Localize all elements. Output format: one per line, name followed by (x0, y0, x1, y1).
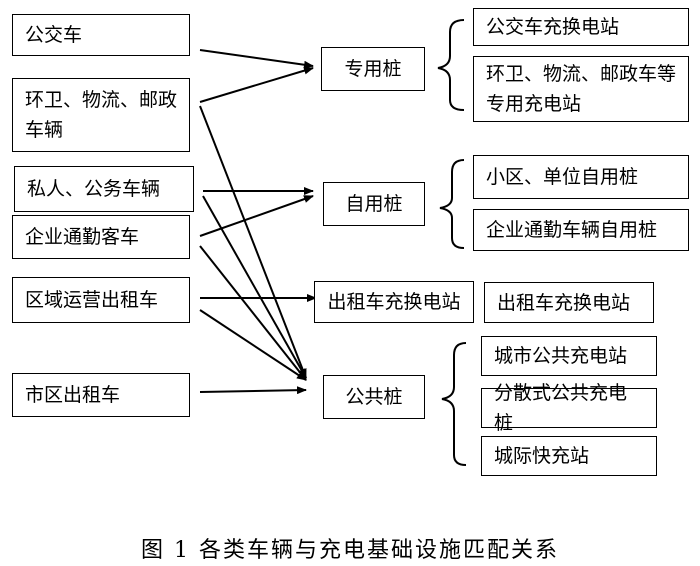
brace-public (441, 342, 467, 466)
vehicle-private-official: 私人、公务车辆 (14, 166, 194, 212)
brace-special (437, 19, 465, 111)
arrow-regional-taxi-to-public (199, 309, 307, 381)
facility-city-public-station: 城市公共充电站 (481, 336, 657, 376)
vehicle-city-taxi: 市区出租车 (12, 373, 190, 417)
pile-public: 公共桩 (323, 375, 425, 419)
pile-self-use: 自用桩 (323, 182, 425, 226)
pile-taxi-station: 出租车充换电站 (314, 281, 474, 323)
arrow-private-to-public (202, 195, 307, 379)
figure-caption: 图 1 各类车辆与充电基础设施匹配关系 (141, 538, 559, 563)
arrow-bus-to-special (199, 49, 314, 69)
vehicle-commuter-bus: 企业通勤客车 (12, 215, 190, 259)
facility-distributed-public-pile: 分散式公共充电桩 (481, 382, 657, 434)
pile-special: 专用桩 (321, 47, 425, 91)
arrow-sanitation-to-special (199, 66, 314, 103)
arrow-commuter-to-public (199, 245, 307, 381)
vehicle-sanitation-logistics-postal: 环卫、物流、邮政车辆 (12, 78, 190, 152)
facility-bus-station: 公交车充换电站 (473, 8, 689, 46)
arrow-sanitation-to-public (199, 105, 307, 379)
facility-special-station: 环卫、物流、邮政车等专用充电站 (473, 56, 689, 122)
vehicle-bus: 公交车 (12, 14, 190, 56)
facility-intercity-fast-station: 城际快充站 (481, 436, 657, 476)
facility-community-pile: 小区、单位自用桩 (473, 155, 689, 199)
facility-taxi-station: 出租车充换电站 (484, 282, 654, 323)
facility-commuter-pile: 企业通勤车辆自用桩 (473, 209, 689, 251)
arrow-commuter-to-self (199, 195, 314, 237)
vehicle-regional-taxi: 区域运营出租车 (12, 277, 190, 323)
arrow-city-taxi-to-public (199, 386, 307, 395)
brace-self (439, 159, 465, 249)
